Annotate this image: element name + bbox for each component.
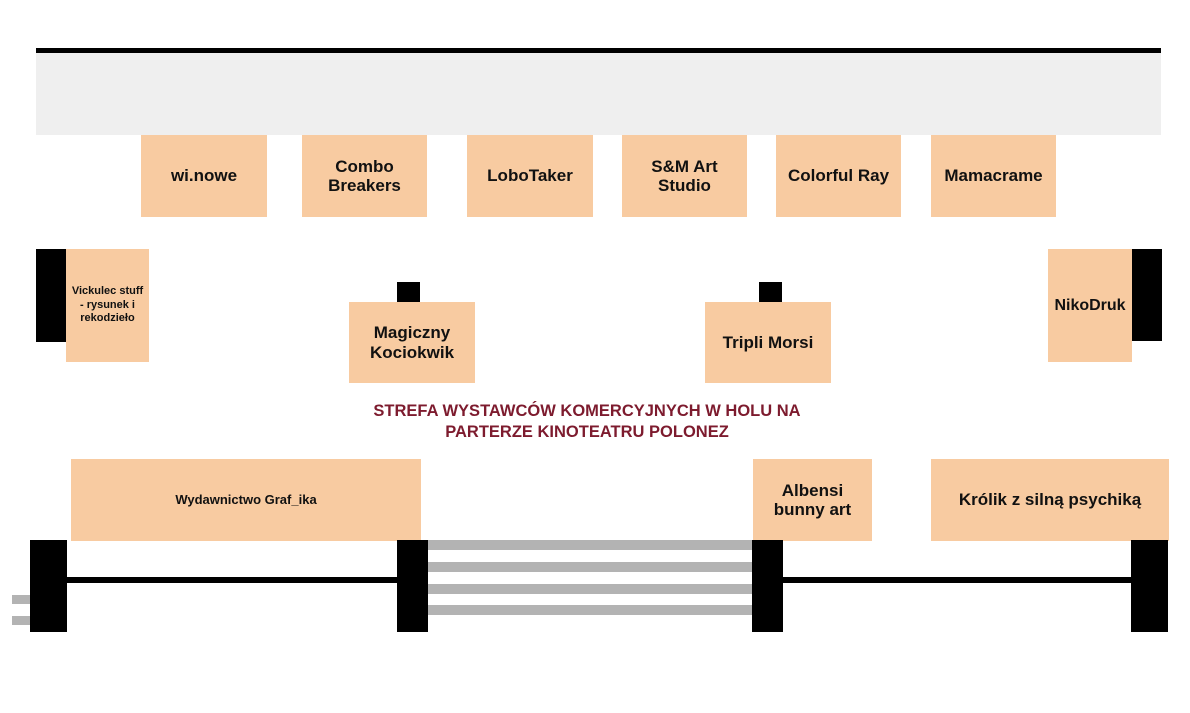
booth-wi-nowe[interactable]: wi.nowe (141, 135, 267, 217)
pillar-bottom-2 (397, 540, 428, 632)
booth-wydawnictwo-graf-ika[interactable]: Wydawnictwo Graf_ika (71, 459, 421, 541)
booth-krolik[interactable]: Królik z silną psychiką (931, 459, 1169, 541)
stair-step (428, 605, 752, 615)
pillar-right (1131, 249, 1162, 341)
stair-step (428, 584, 752, 594)
booth-vickulec[interactable]: Vickulec stuff - rysunek i rekodzieło (66, 249, 149, 362)
booth-colorful-ray[interactable]: Colorful Ray (776, 135, 901, 217)
side-stair-step (12, 595, 30, 604)
pillar-bottom-4 (1131, 540, 1168, 632)
booth-tripli-morsi[interactable]: Tripli Morsi (705, 302, 831, 383)
booth-nikodruk[interactable]: NikoDruk (1048, 249, 1132, 362)
pillar-center-left (397, 282, 420, 302)
booth-sm-art-studio[interactable]: S&M Art Studio (622, 135, 747, 217)
bottom-wall-right (783, 577, 1131, 583)
booth-mamacrame[interactable]: Mamacrame (931, 135, 1056, 217)
side-stair-step (12, 616, 30, 625)
pillar-left (36, 249, 67, 342)
zone-title: STREFA WYSTAWCÓW KOMERCYJNYCH W HOLU NA … (373, 402, 801, 441)
booth-combo-breakers[interactable]: Combo Breakers (302, 135, 427, 217)
booth-magiczny-kociokwik[interactable]: Magiczny Kociokwik (349, 302, 475, 383)
pillar-center-right (759, 282, 782, 302)
pillar-bottom-3 (752, 540, 783, 632)
stair-step (428, 540, 752, 550)
bottom-wall-left (67, 577, 397, 583)
stage-area (36, 53, 1161, 135)
stair-step (428, 562, 752, 572)
pillar-bottom-1 (30, 540, 67, 632)
booth-albensi-bunny-art[interactable]: Albensi bunny art (753, 459, 872, 541)
top-wall (36, 48, 1161, 53)
booth-lobotaker[interactable]: LoboTaker (467, 135, 593, 217)
